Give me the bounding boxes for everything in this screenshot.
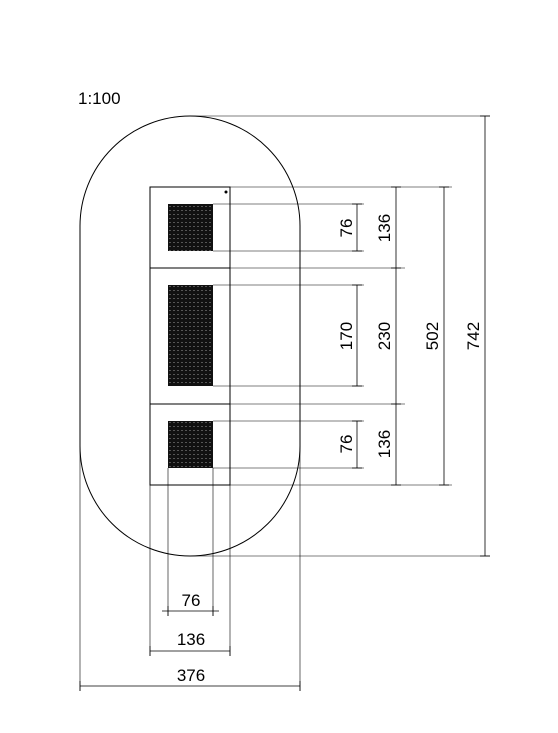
scale-label: 1:100 — [78, 89, 121, 108]
panel-bottom — [149, 403, 231, 486]
dim-width-inner: 76 — [182, 591, 201, 610]
dim-top-inner: 76 — [337, 219, 356, 238]
dimension-lines-vertical — [352, 115, 490, 557]
dimension-lines-horizontal — [79, 606, 301, 691]
grille-bottom — [168, 421, 213, 468]
grille-top — [168, 204, 213, 251]
dim-overall-height: 742 — [464, 322, 483, 350]
dim-mid-inner: 170 — [337, 322, 356, 350]
dim-width-overall: 376 — [177, 666, 205, 685]
dim-top-outer: 136 — [375, 214, 394, 242]
dim-bottom-outer: 136 — [375, 430, 394, 458]
extension-lines-bottom — [79, 446, 301, 691]
extension-lines-right — [190, 115, 490, 557]
dim-mid-outer: 230 — [375, 322, 394, 350]
grille-middle — [168, 285, 213, 386]
dim-bottom-inner: 76 — [337, 435, 356, 454]
indicator-dot — [224, 190, 228, 194]
dim-width-outer: 136 — [177, 630, 205, 649]
dim-stack-total: 502 — [423, 322, 442, 350]
